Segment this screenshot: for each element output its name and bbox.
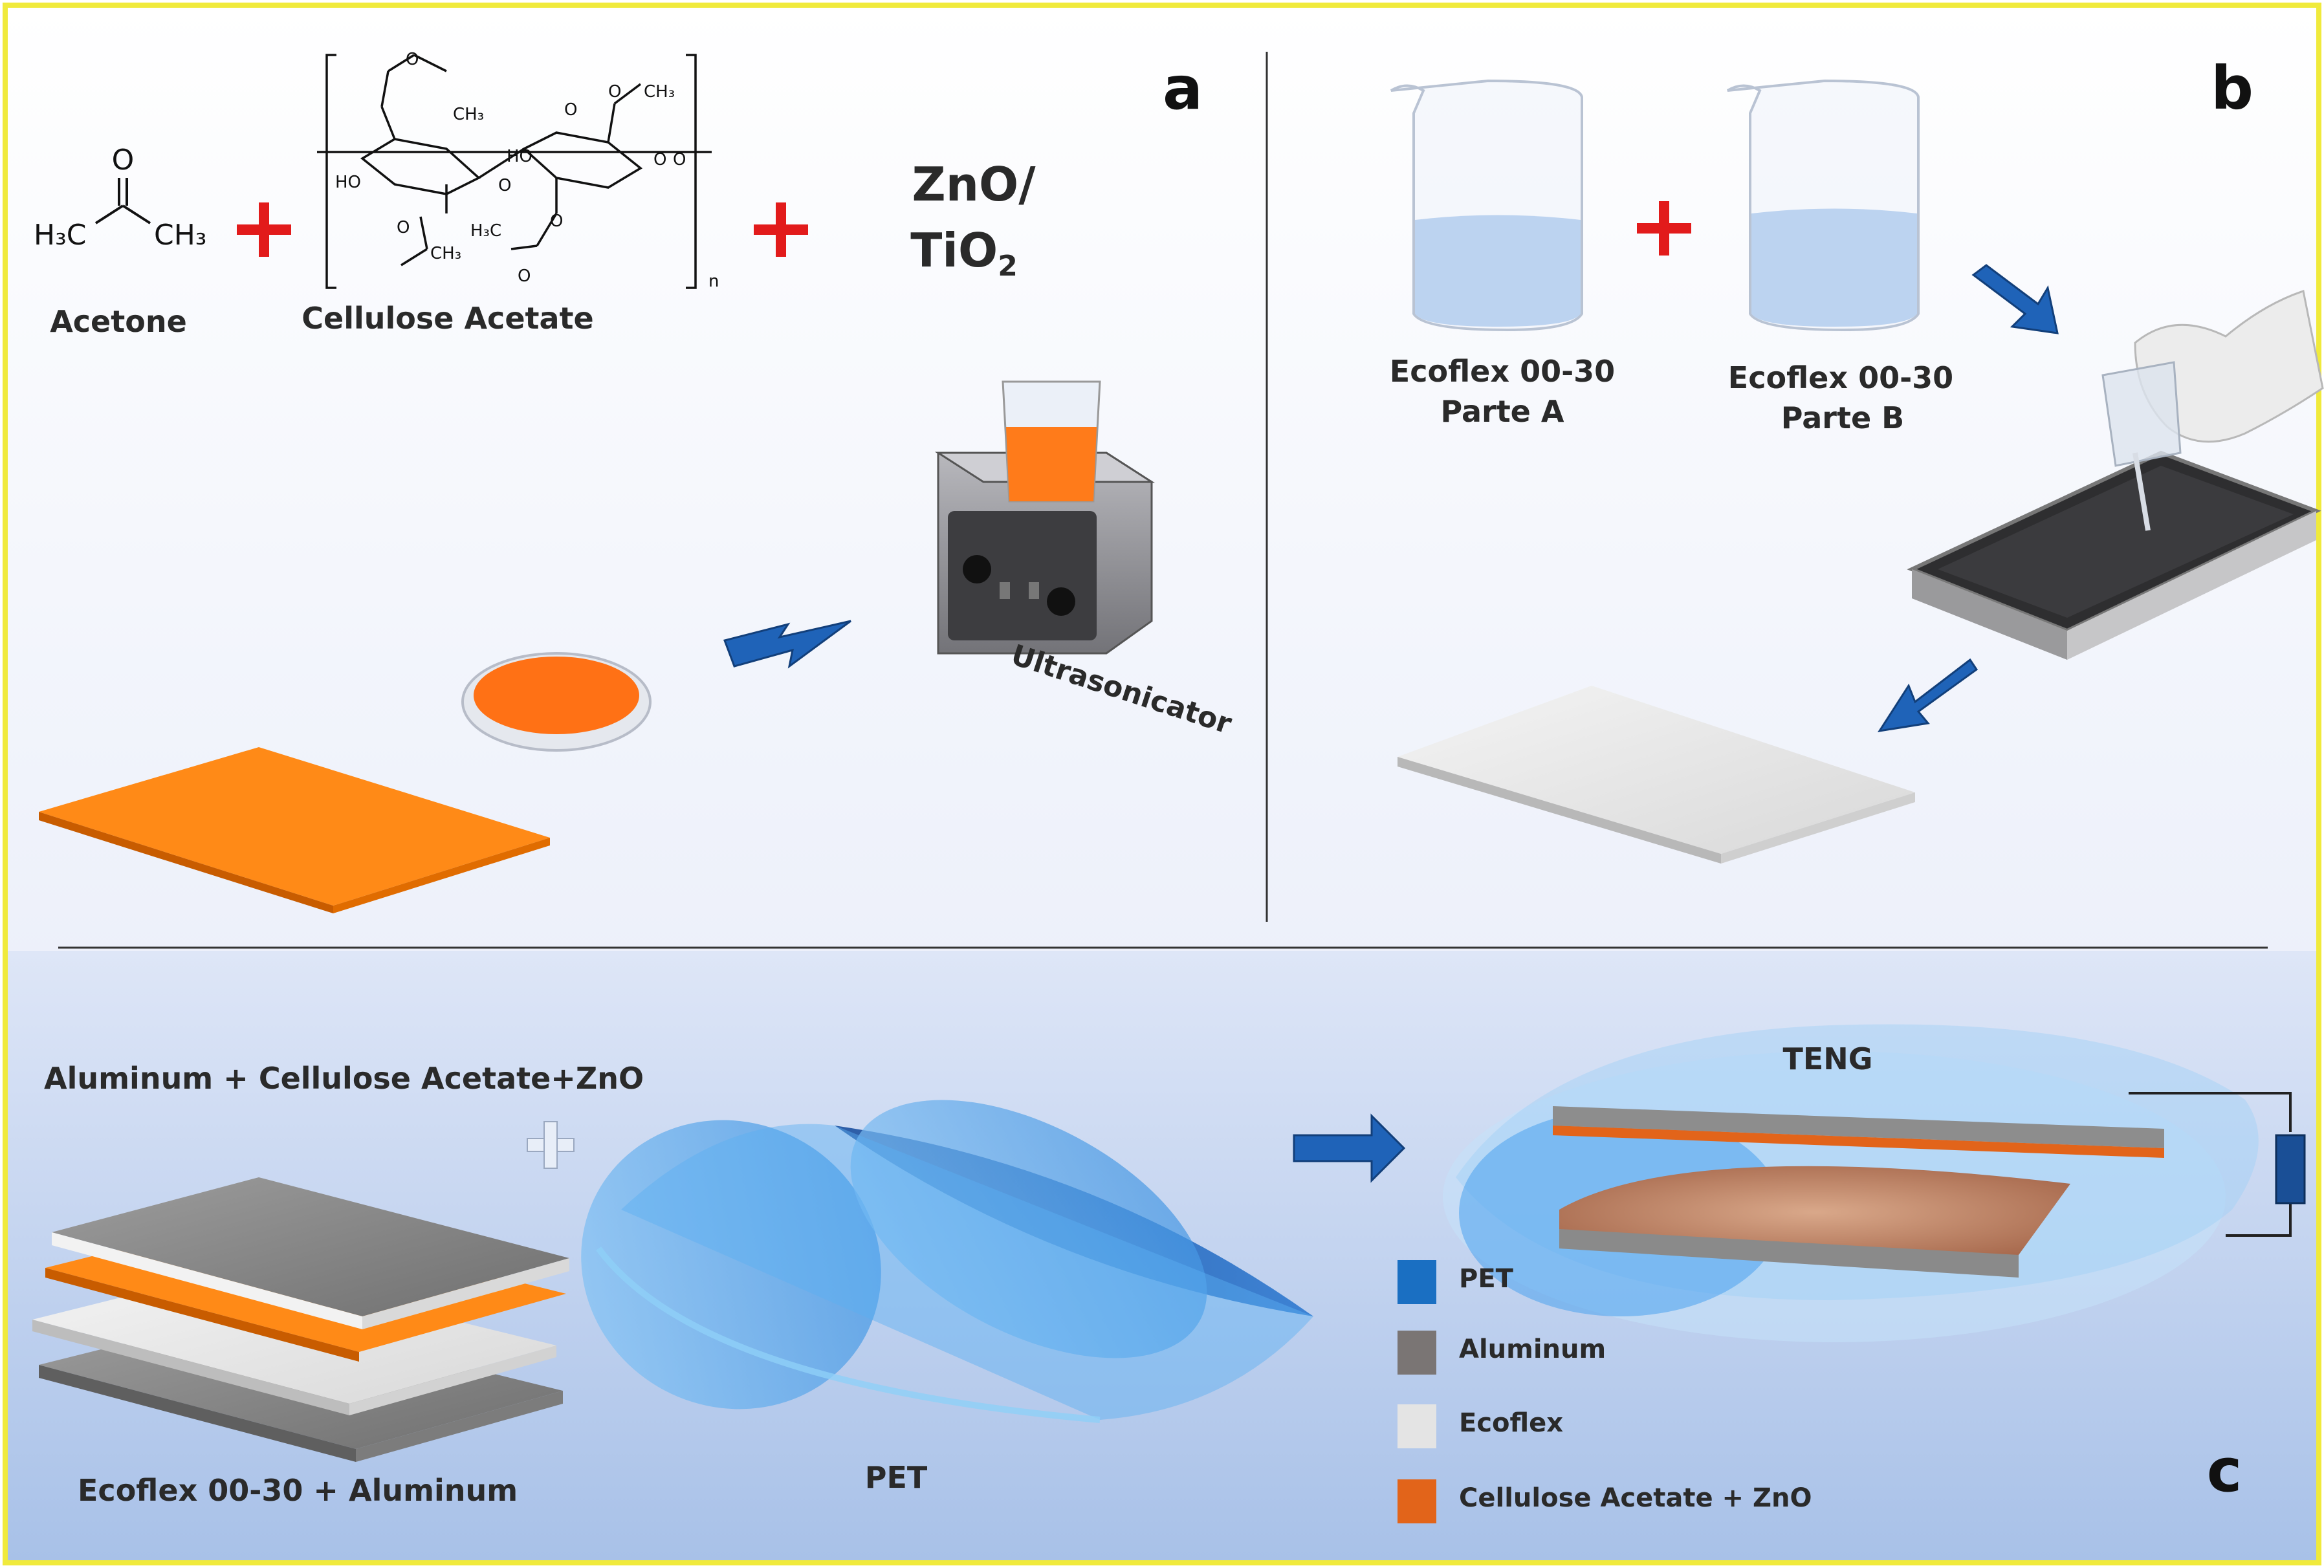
- beaker-a-icon: [1390, 79, 1583, 332]
- beaker-b-icon: [1726, 79, 1920, 332]
- panel-b: b Ecoflex 00-30 Parte A Ecoflex 00-30 Pa…: [1390, 54, 2324, 864]
- acetone-oxygen: O: [112, 144, 135, 177]
- svg-text:O: O: [518, 267, 531, 286]
- plus-icon: [1637, 201, 1691, 256]
- glove-hand-icon: [2101, 290, 2324, 531]
- svg-text:O: O: [653, 150, 666, 169]
- beaker-a-label-line2: Parte A: [1440, 394, 1564, 429]
- svg-text:O: O: [673, 150, 686, 169]
- zno-label: ZnO/: [912, 157, 1036, 212]
- arrow-icon: [1971, 264, 2059, 334]
- beaker-b-label-line1: Ecoflex 00-30: [1728, 360, 1953, 395]
- arrow-icon: [1293, 1113, 1406, 1183]
- acetone-right-methyl: CH₃: [154, 219, 206, 252]
- svg-text:H₃C: H₃C: [470, 221, 501, 241]
- beaker-a-label-line1: Ecoflex 00-30: [1390, 354, 1615, 389]
- arrow-icon: [723, 620, 851, 669]
- pet-label: PET: [865, 1460, 928, 1495]
- legend-label: Ecoflex: [1459, 1408, 1563, 1438]
- teng-device: [1443, 1024, 2306, 1342]
- svg-text:O: O: [406, 50, 419, 69]
- acetone-left-methyl: H₃C: [34, 219, 86, 252]
- teng-label: TENG: [1782, 1041, 1872, 1076]
- svg-text:O: O: [550, 212, 563, 231]
- cellulose-atom-labels: O CH₃ HO HO O CH₃ O O O H₃C CH₃ O O O O: [335, 50, 686, 286]
- plus-icon: [754, 202, 808, 257]
- panel-b-letter: b: [2211, 54, 2253, 123]
- pet-sleeve: [581, 1100, 1313, 1423]
- legend-swatch: [1398, 1404, 1436, 1448]
- svg-text:CH₃: CH₃: [453, 105, 484, 124]
- cellulose-subscript: n: [708, 272, 719, 291]
- legend-swatch: [1398, 1331, 1436, 1375]
- panel-c: c Aluminum + Cellulose Acetate+ZnO Ecofl…: [32, 1024, 2306, 1523]
- beaker-b-label-line2: Parte B: [1781, 400, 1904, 435]
- panel-c-letter: c: [2207, 1436, 2242, 1505]
- plus-icon: [237, 202, 291, 257]
- svg-text:O: O: [397, 218, 410, 237]
- cellulose-acetate-film: [39, 747, 550, 913]
- svg-text:CH₃: CH₃: [430, 244, 461, 263]
- svg-text:O: O: [608, 82, 621, 102]
- plus-icon: [527, 1121, 575, 1169]
- legend: PET Aluminum Ecoflex Cellulose Acetate +…: [1398, 1260, 1812, 1523]
- arrow-icon: [1877, 658, 1979, 733]
- layer-stack: [32, 1177, 569, 1462]
- tio2-label: TiO2: [910, 223, 1018, 283]
- legend-label: PET: [1459, 1264, 1514, 1294]
- cellulose-acetate-structure: [317, 54, 712, 289]
- mold-tray-icon: [1907, 450, 2321, 660]
- svg-text:O: O: [498, 176, 511, 195]
- legend-label: Aluminum: [1459, 1334, 1606, 1364]
- svg-text:CH₃: CH₃: [644, 82, 675, 102]
- legend-swatch: [1398, 1479, 1436, 1523]
- svg-text:HO: HO: [335, 173, 361, 192]
- panel-a-letter: a: [1163, 54, 1203, 123]
- ultrasonicator-icon: [934, 380, 1156, 655]
- svg-text:HO: HO: [507, 147, 532, 166]
- petri-dish-icon: [461, 652, 652, 752]
- svg-text:O: O: [564, 100, 577, 120]
- ecoflex-film: [1398, 686, 1915, 864]
- stack-top-label: Aluminum + Cellulose Acetate+ZnO: [44, 1061, 644, 1096]
- acetone-structure: O H₃C CH₃: [34, 144, 206, 252]
- legend-label: Cellulose Acetate + ZnO: [1459, 1483, 1812, 1513]
- cellulose-acetate-label: Cellulose Acetate: [301, 301, 594, 336]
- acetone-label: Acetone: [50, 304, 187, 339]
- stack-bottom-label: Ecoflex 00-30 + Aluminum: [78, 1473, 518, 1508]
- legend-swatch: [1398, 1260, 1436, 1304]
